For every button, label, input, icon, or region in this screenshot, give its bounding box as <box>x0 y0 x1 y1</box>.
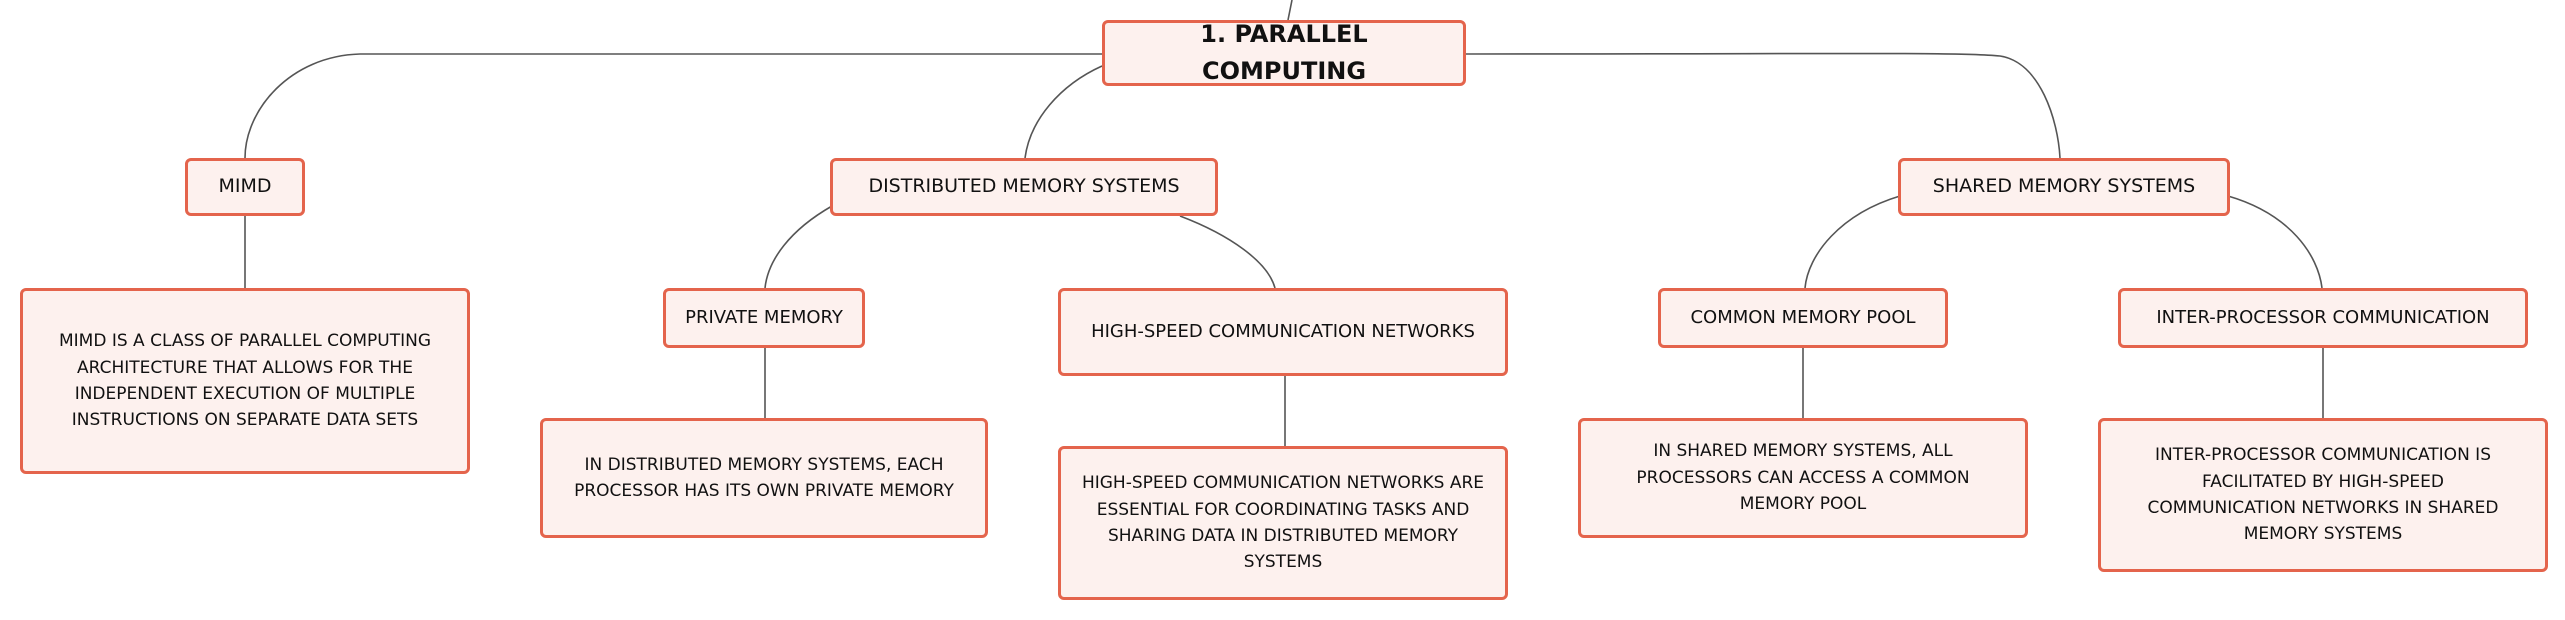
connector-root-to-mimd <box>244 52 1103 159</box>
connector-root-to-shared <box>1465 52 2061 159</box>
node-inter-processor-description[interactable]: INTER-PROCESSOR COMMUNICATION IS FACILIT… <box>2098 418 2548 572</box>
node-distributed-memory-systems[interactable]: DISTRIBUTED MEMORY SYSTEMS <box>830 158 1218 216</box>
connector-root-to-distributed <box>1024 65 1103 159</box>
node-mimd-description[interactable]: MIMD IS A CLASS OF PARALLEL COMPUTING AR… <box>20 288 470 474</box>
connector-parent-to-root <box>1287 0 1293 21</box>
node-private-memory[interactable]: PRIVATE MEMORY <box>663 288 865 348</box>
connector-shared-to-common <box>1804 195 1901 289</box>
connector-distributed-to-private <box>764 205 833 289</box>
node-private-memory-description[interactable]: IN DISTRIBUTED MEMORY SYSTEMS, EACH PROC… <box>540 418 988 538</box>
node-high-speed-description[interactable]: HIGH-SPEED COMMUNICATION NETWORKS ARE ES… <box>1058 446 1508 600</box>
node-inter-processor-communication[interactable]: INTER-PROCESSOR COMMUNICATION <box>2118 288 2528 348</box>
node-mimd[interactable]: MIMD <box>185 158 305 216</box>
node-parallel-computing[interactable]: 1. PARALLEL COMPUTING <box>1102 20 1466 86</box>
connector-distributed-to-high-speed <box>1179 215 1276 289</box>
node-common-memory-pool-description[interactable]: IN SHARED MEMORY SYSTEMS, ALL PROCESSORS… <box>1578 418 2028 538</box>
node-shared-memory-systems[interactable]: SHARED MEMORY SYSTEMS <box>1898 158 2230 216</box>
connector-shared-to-inter <box>2227 195 2323 289</box>
node-common-memory-pool[interactable]: COMMON MEMORY POOL <box>1658 288 1948 348</box>
node-high-speed-communication-networks[interactable]: HIGH-SPEED COMMUNICATION NETWORKS <box>1058 288 1508 376</box>
